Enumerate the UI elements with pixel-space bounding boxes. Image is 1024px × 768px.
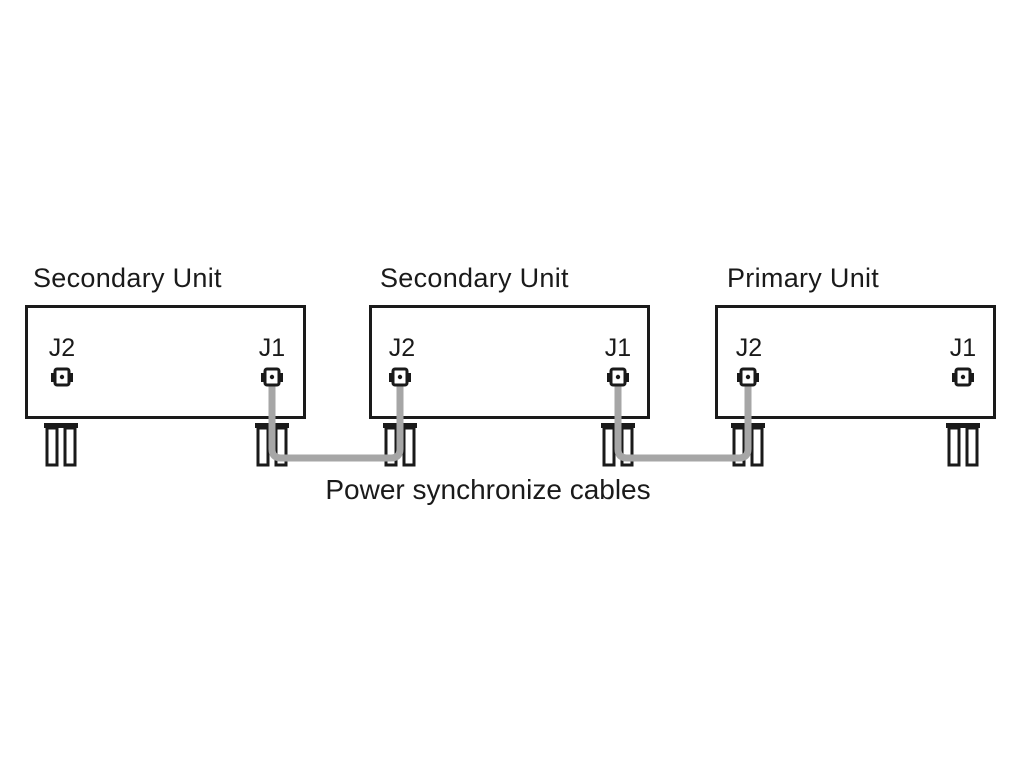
caster-wheel — [44, 423, 78, 467]
unit-label-secondary-2: Secondary Unit — [380, 263, 569, 293]
port-label-j1: J1 — [949, 334, 977, 362]
unit-box-secondary-1 — [25, 305, 306, 419]
caster-wheel — [731, 423, 765, 467]
port-label-j2: J2 — [735, 334, 763, 362]
unit-label-primary: Primary Unit — [727, 263, 880, 293]
unit-label-secondary-1: Secondary Unit — [33, 263, 222, 293]
caster-wheel — [601, 423, 635, 467]
port-label-j1: J1 — [604, 334, 632, 362]
port-label-j2: J2 — [48, 334, 76, 362]
unit-box-primary — [715, 305, 996, 419]
port-label-j1: J1 — [258, 334, 286, 362]
caster-wheel — [946, 423, 980, 467]
diagram-caption: Power synchronize cables — [325, 474, 651, 505]
port-label-j2: J2 — [388, 334, 416, 362]
caster-wheel — [255, 423, 289, 467]
caster-wheel — [383, 423, 417, 467]
unit-box-secondary-2 — [369, 305, 650, 419]
